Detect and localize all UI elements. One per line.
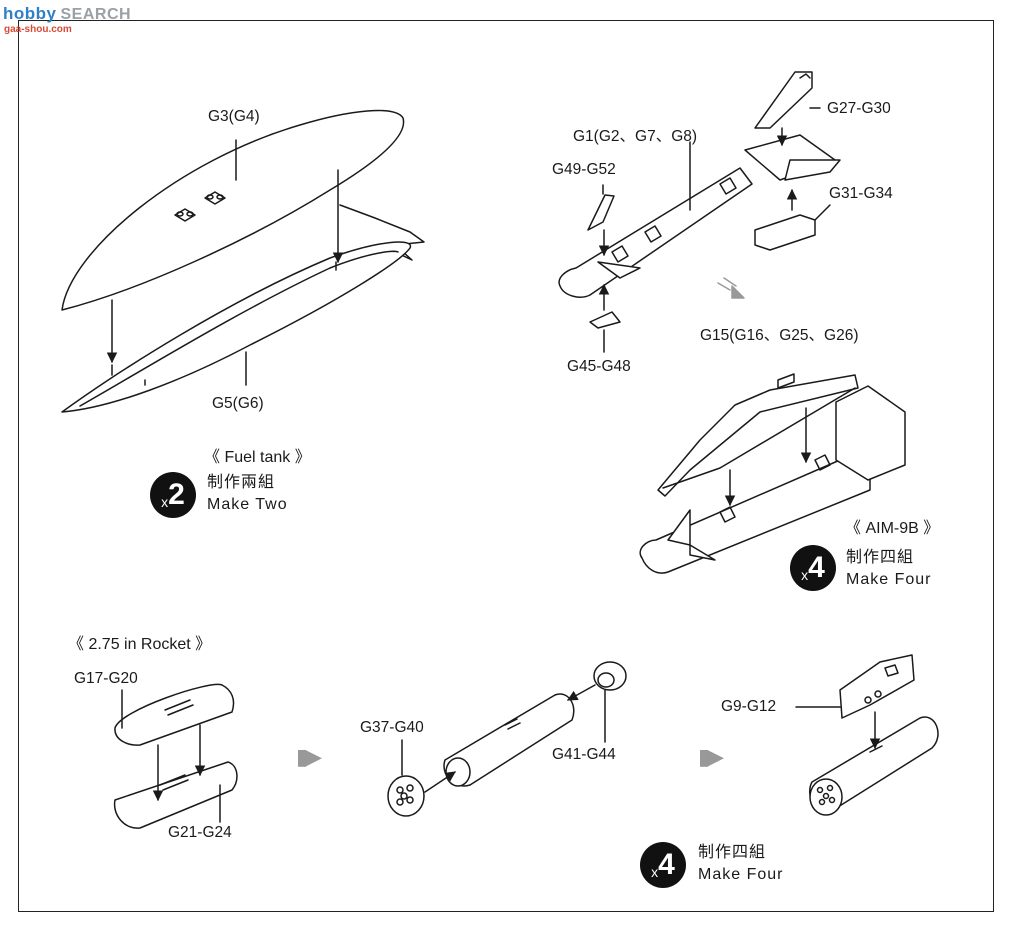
label-rocket-rear-cap: G41-G44: [552, 746, 616, 763]
flow-arrow-icon-1: ▮▶: [296, 744, 322, 769]
note-cn: 制作兩組: [207, 474, 276, 491]
rocket-assembled: [809, 716, 939, 816]
note-en: Make Four: [698, 866, 784, 883]
rocket-step2-arrows: [401, 684, 606, 793]
label-aim9b-fin-front: G49-G52: [552, 161, 616, 178]
rocket-rear-cap: [593, 661, 627, 691]
label-aim9b-rail: G15(G16、G25、G26): [700, 327, 859, 344]
note-en: Make Four: [846, 571, 932, 588]
note-fuel-tank: 制作兩組 Make Two: [207, 472, 288, 516]
instruction-frame: [18, 20, 994, 912]
note-en: Make Two: [207, 496, 288, 513]
watermark-url: gaa-shou.com: [4, 24, 72, 35]
watermark-brand: hobby: [3, 4, 57, 23]
fuel-tank-upper-half: [61, 109, 405, 311]
label-fuel-tank-lower: G5(G6): [212, 395, 264, 412]
aim9b-missile-lower: [639, 385, 906, 574]
aim9b-lower-arrows: [724, 407, 812, 507]
aim9b-fin-front: [587, 194, 615, 231]
aim9b-missile-upper: [558, 134, 841, 298]
badge-x: x: [651, 864, 659, 880]
rocket-front-cap: [387, 775, 425, 817]
watermark-search: SEARCH: [60, 6, 132, 23]
label-fuel-tank-upper: G3(G4): [208, 108, 260, 125]
label-rocket-upper: G17-G20: [74, 670, 138, 687]
fuel-tank-lower-half: [61, 204, 425, 413]
label-aim9b-fin-bottom-front: G45-G48: [567, 358, 631, 375]
aim9b-fin-bottom-front: [589, 311, 621, 329]
note-aim9b: 制作四組 Make Four: [846, 547, 931, 591]
badge-count: 2: [168, 478, 185, 511]
label-rocket-lower: G21-G24: [168, 824, 232, 841]
badge-x: x: [801, 567, 809, 583]
label-aim9b-body: G1(G2、G7、G8): [573, 128, 698, 145]
aim9b-rail-assembly: [657, 373, 859, 497]
note-cn: 制作四組: [698, 844, 767, 861]
rocket-pylon: [839, 654, 915, 719]
title-fuel-tank: 《 Fuel tank 》: [204, 449, 311, 466]
title-rocket: 《 2.75 in Rocket 》: [68, 636, 212, 653]
label-aim9b-fin-bottom-rear: G31-G34: [829, 185, 893, 202]
aim9b-fin-bottom-rear: [754, 214, 816, 251]
label-aim9b-fin-top: G27-G30: [827, 100, 891, 117]
label-rocket-front-cap: G37-G40: [360, 719, 424, 736]
rocket-upper-half: [114, 683, 235, 746]
badge-count: 4: [808, 551, 825, 584]
flow-arrow-icon-2: ▮▶: [698, 744, 724, 769]
rocket-tube: [443, 693, 575, 787]
aim9b-fin-top: [754, 71, 813, 129]
note-cn: 制作四組: [846, 549, 915, 566]
note-rocket: 制作四組 Make Four: [698, 842, 783, 886]
fuel-tank-arrows: [106, 139, 344, 386]
rocket-lower-half: [113, 761, 238, 829]
rocket-step1-arrows: [121, 689, 221, 823]
badge-x: x: [161, 494, 169, 510]
label-rocket-pylon: G9-G12: [721, 698, 777, 715]
rocket-step3-arrows: [795, 706, 881, 750]
flow-arrow-diagonal: [717, 277, 745, 299]
aim9b-arrows: [598, 107, 831, 353]
title-aim9b: 《 AIM-9B 》: [845, 520, 940, 537]
badge-count: 4: [658, 848, 675, 881]
